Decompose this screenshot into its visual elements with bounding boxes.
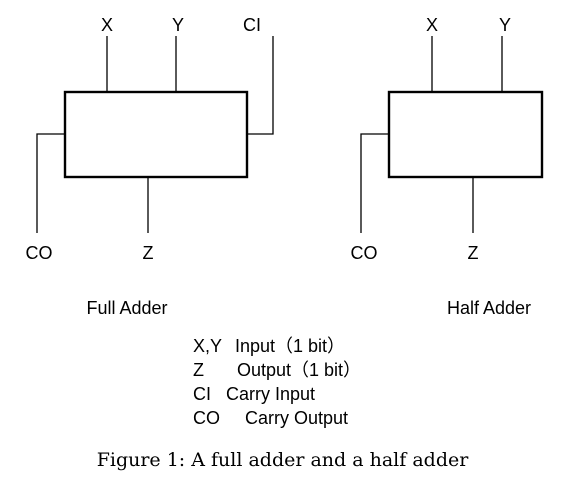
legend-symbol: Z <box>193 360 204 380</box>
legend-row: CI Carry Input <box>193 382 361 406</box>
full-adder-co-wire <box>36 133 65 233</box>
legend-description: Output（1 bit） <box>237 360 362 380</box>
half-adder-x-label: X <box>426 15 438 35</box>
legend-row: X,Y Input（1 bit） <box>193 334 361 358</box>
figure-caption: Figure 1: A full adder and a half adder <box>96 449 469 471</box>
legend-description: Input（1 bit） <box>235 336 346 356</box>
half-adder-box <box>387 90 544 179</box>
half-adder-z-label: Z <box>468 243 479 263</box>
full-adder-ci-wire <box>247 36 274 135</box>
full-adder: X Y CI CO Z Full Adder <box>26 15 274 318</box>
full-adder-x-label: X <box>101 15 113 35</box>
full-adder-box <box>63 90 249 179</box>
half-adder-y-label: Y <box>499 15 511 35</box>
legend-row: CO Carry Output <box>193 406 361 430</box>
legend-symbol: CO <box>193 408 220 428</box>
legend-row: Z Output（1 bit） <box>193 358 361 382</box>
legend-description: Carry Input <box>226 384 316 404</box>
legend-description: Carry Output <box>245 408 349 428</box>
legend-symbol: X,Y <box>193 336 223 356</box>
half-adder-co-label: CO <box>351 243 378 263</box>
full-adder-z-label: Z <box>143 243 154 263</box>
half-adder-title: Half Adder <box>447 298 531 318</box>
half-adder: X Y CO Z Half Adder <box>351 15 544 318</box>
half-adder-co-wire <box>360 133 389 233</box>
full-adder-ci-label: CI <box>243 15 261 35</box>
full-adder-title: Full Adder <box>86 298 167 318</box>
full-adder-co-label: CO <box>26 243 53 263</box>
full-adder-y-label: Y <box>172 15 184 35</box>
legend: X,Y Input（1 bit） Z Output（1 bit） CI Carry I… <box>193 334 361 430</box>
legend-symbol: CI <box>193 384 211 404</box>
